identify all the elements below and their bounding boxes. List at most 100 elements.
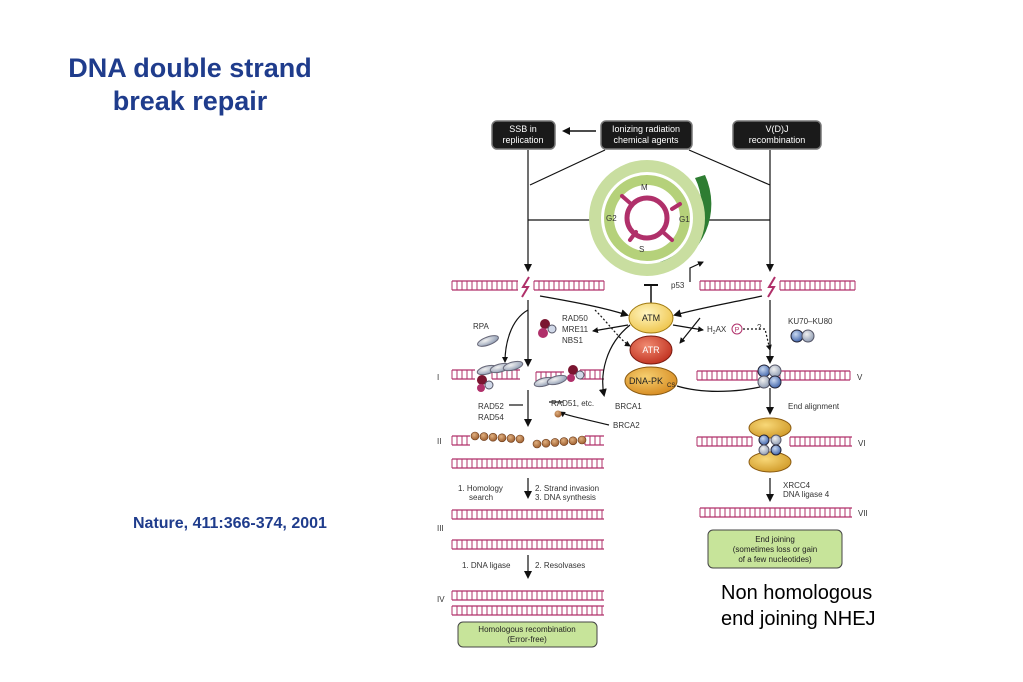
title-line-1: DNA double strand bbox=[68, 53, 312, 83]
p53-arrow bbox=[689, 261, 704, 282]
rad52-label: RAD52 bbox=[478, 402, 504, 411]
ionizing-line-1: Ionizing radiation bbox=[612, 124, 680, 134]
top-connectors bbox=[524, 149, 774, 272]
rad51-bead bbox=[577, 435, 587, 445]
hr-step3-line1: 1. DNA ligase bbox=[462, 561, 511, 570]
rad51-bead bbox=[559, 437, 569, 446]
phase-m: M bbox=[641, 183, 648, 192]
rad51-bead bbox=[497, 433, 507, 443]
ssb-line-2: replication bbox=[502, 135, 543, 145]
atr-node: ATR bbox=[629, 335, 673, 365]
rad51-icon bbox=[554, 410, 562, 418]
dna-segment bbox=[696, 436, 753, 447]
end-alignment-label: End alignment bbox=[788, 402, 840, 411]
rpa-icon bbox=[477, 335, 499, 347]
stage-vi: VI bbox=[858, 439, 866, 448]
dna-segment bbox=[789, 436, 852, 447]
ionizing-line-2: chemical agents bbox=[613, 135, 679, 145]
mrn-complex-icon bbox=[538, 319, 557, 338]
atm-label: ATM bbox=[642, 313, 660, 323]
nbs1-label: NBS1 bbox=[562, 336, 583, 345]
dna-segment bbox=[779, 280, 856, 291]
ku-label: KU70–KU80 bbox=[788, 317, 833, 326]
dna-segment bbox=[451, 539, 604, 550]
hr-step3-line2: 2. Resolvases bbox=[535, 561, 585, 570]
dnapk-synapse bbox=[748, 417, 792, 473]
title-line-2: break repair bbox=[112, 86, 268, 116]
dna-segment bbox=[451, 509, 604, 520]
ssb-box: SSB in replication bbox=[491, 120, 556, 150]
citation: Nature, 411:366-374, 2001 bbox=[133, 515, 327, 532]
h2ax-label: H2AX bbox=[707, 325, 727, 336]
nhej-outcome-line2: (sometimes loss or gain bbox=[733, 545, 817, 554]
nhej-caption: Non homologous end joining NHEJ bbox=[721, 580, 876, 632]
question-mark: ? bbox=[757, 323, 762, 332]
stage-iv: IV bbox=[437, 595, 445, 604]
slide-title: DNA double strand break repair bbox=[40, 52, 340, 118]
atr-label: ATR bbox=[642, 345, 660, 355]
rad51-bead bbox=[550, 438, 560, 447]
phase-g1: G1 bbox=[679, 215, 690, 224]
dna-segment bbox=[451, 369, 475, 380]
p53-label: p53 bbox=[671, 281, 685, 290]
stage-ii: II bbox=[437, 437, 441, 446]
brca1-label: BRCA1 bbox=[615, 402, 642, 411]
ligase4-label: DNA ligase 4 bbox=[783, 490, 830, 499]
rpa-coated-ssdna bbox=[476, 360, 585, 392]
hr-step2-line2: 3. DNA synthesis bbox=[535, 493, 596, 502]
dna-segment bbox=[584, 435, 604, 446]
ku-bound-ends bbox=[757, 364, 782, 389]
dna-segment bbox=[779, 370, 851, 381]
caption-line-1: Non homologous bbox=[721, 582, 873, 604]
rad51-bead bbox=[506, 434, 516, 443]
phase-g2: G2 bbox=[606, 214, 617, 223]
ssb-line-1: SSB in bbox=[509, 124, 537, 134]
dna-segment bbox=[451, 435, 470, 446]
rad51-bead bbox=[470, 431, 480, 441]
rad51-bead bbox=[479, 432, 489, 441]
ionizing-box: Ionizing radiation chemical agents bbox=[600, 120, 693, 150]
hr-step1-line1: 1. Homology bbox=[458, 484, 503, 493]
dna-segment bbox=[579, 369, 604, 380]
dna-segment bbox=[451, 590, 604, 601]
cell-cycle: M G1 G2 S bbox=[589, 160, 712, 276]
rad51-filaments bbox=[470, 431, 587, 449]
hr-outcome-line1: Homologous recombination bbox=[478, 625, 575, 634]
rad51-bead bbox=[541, 438, 551, 448]
stage-vii: VII bbox=[858, 509, 868, 518]
brca2-label: BRCA2 bbox=[613, 421, 640, 430]
nhej-outcome-box: End joining (sometimes loss or gain of a… bbox=[707, 529, 843, 569]
hr-outcome-box: Homologous recombination (Error-free) bbox=[457, 621, 598, 648]
dnapk-subscript: CS bbox=[667, 383, 675, 389]
dna-segment bbox=[451, 280, 518, 291]
nhej-outcome-line3: of a few nucleotides) bbox=[738, 555, 812, 564]
dna-segment bbox=[699, 507, 852, 518]
break-icon-left bbox=[521, 276, 530, 298]
stage-v: V bbox=[857, 373, 863, 382]
atm-node: ATM bbox=[628, 302, 674, 334]
hr-step2-line1: 2. Strand invasion bbox=[535, 484, 599, 493]
dna-segment bbox=[699, 280, 762, 291]
hr-arrows bbox=[502, 300, 610, 579]
caption-line-2: end joining NHEJ bbox=[721, 608, 876, 630]
rad51-bead bbox=[488, 432, 498, 442]
vdj-box: V(D)J recombination bbox=[732, 120, 822, 150]
ku-complex-icon bbox=[790, 329, 815, 343]
mre11-label: MRE11 bbox=[562, 325, 589, 334]
stage-iii: III bbox=[437, 524, 444, 533]
dna-segment bbox=[533, 280, 605, 291]
break-icon-right bbox=[767, 276, 776, 298]
dna-segment bbox=[451, 458, 604, 469]
rad51-label: RAD51, etc. bbox=[551, 399, 594, 408]
rad50-label: RAD50 bbox=[562, 314, 588, 323]
vdj-line-2: recombination bbox=[749, 135, 806, 145]
phase-s: S bbox=[639, 245, 644, 254]
phospho-label: P bbox=[735, 327, 740, 334]
xrcc4-label: XRCC4 bbox=[783, 481, 811, 490]
phospho-icon bbox=[731, 323, 743, 335]
stage-i: I bbox=[437, 373, 439, 382]
hr-outcome-line2: (Error-free) bbox=[507, 635, 547, 644]
dnapk-node: DNA-PK CS bbox=[624, 366, 678, 396]
rad54-label: RAD54 bbox=[478, 413, 504, 422]
